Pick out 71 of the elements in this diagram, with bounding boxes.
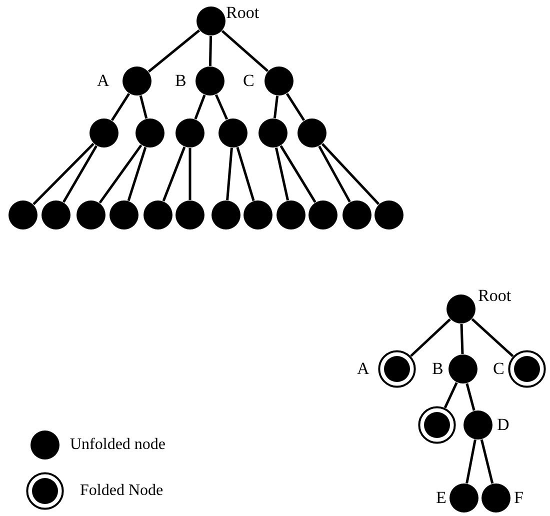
tree-node — [308, 200, 338, 230]
folded-node — [508, 350, 546, 388]
tree-edge — [410, 318, 451, 357]
tree-edge — [466, 439, 476, 484]
tree-edge — [286, 93, 306, 121]
tree-edge — [321, 143, 380, 205]
tree-node — [41, 200, 71, 230]
tree-node — [175, 200, 205, 230]
tree-edge — [460, 324, 464, 354]
tree-node — [89, 118, 119, 148]
tree-edge — [162, 146, 186, 202]
tree-edge — [188, 148, 192, 200]
node-label: D — [497, 416, 510, 434]
legend-label: Unfolded node — [70, 436, 166, 454]
tree-edge — [208, 36, 212, 66]
tree-edge — [444, 382, 458, 408]
tree-edge — [148, 29, 200, 73]
node-label: F — [514, 489, 524, 507]
tree-node — [122, 66, 152, 96]
tree-edge — [214, 94, 228, 120]
tree-edge — [280, 145, 316, 203]
node-label: B — [175, 72, 186, 90]
tree-node — [109, 200, 139, 230]
tree-edge — [273, 96, 279, 118]
node-label: A — [97, 72, 110, 90]
tree-node — [135, 118, 165, 148]
legend-label: Folded Node — [80, 482, 164, 500]
tree-edge — [221, 30, 269, 72]
tree-edge — [236, 146, 255, 202]
tree-node — [374, 200, 404, 230]
tree-node — [448, 354, 478, 384]
tree-edge — [139, 95, 148, 119]
node-label: B — [432, 360, 444, 378]
tree-edge — [110, 93, 130, 121]
folded-node — [378, 350, 416, 388]
tree-node — [218, 118, 248, 148]
node-label: C — [243, 72, 254, 90]
tree-edge — [466, 383, 476, 411]
node-label: A — [357, 360, 370, 378]
tree-edge — [98, 144, 142, 204]
tree-node — [446, 294, 476, 324]
tree-edge — [471, 318, 514, 358]
tree-node — [143, 200, 173, 230]
node-label: C — [493, 360, 504, 378]
tree-edge — [226, 148, 233, 200]
tree-node — [196, 6, 226, 36]
tree-edge — [127, 146, 147, 202]
tree-node — [481, 483, 511, 513]
tree-edge — [318, 146, 351, 202]
tree-node — [297, 118, 327, 148]
tree-node — [449, 483, 479, 513]
tree-node — [8, 200, 38, 230]
tree-node — [76, 200, 106, 230]
tree-edge — [32, 142, 94, 206]
tree-node — [175, 118, 205, 148]
tree-node — [195, 66, 225, 96]
folded-node — [418, 406, 456, 444]
tree-node — [276, 200, 306, 230]
node-label: E — [436, 489, 446, 507]
tree-node — [264, 66, 294, 96]
tree-edge — [194, 94, 206, 120]
node-label: Root — [478, 287, 512, 305]
tree-node — [342, 200, 372, 230]
tree-node — [258, 118, 288, 148]
tree-edge — [274, 147, 290, 201]
tree-node — [463, 410, 493, 440]
tree-edge — [62, 145, 98, 203]
tree-node — [243, 200, 273, 230]
tree-edge — [480, 439, 494, 484]
tree-node — [211, 200, 241, 230]
node-label: Root — [226, 4, 260, 22]
